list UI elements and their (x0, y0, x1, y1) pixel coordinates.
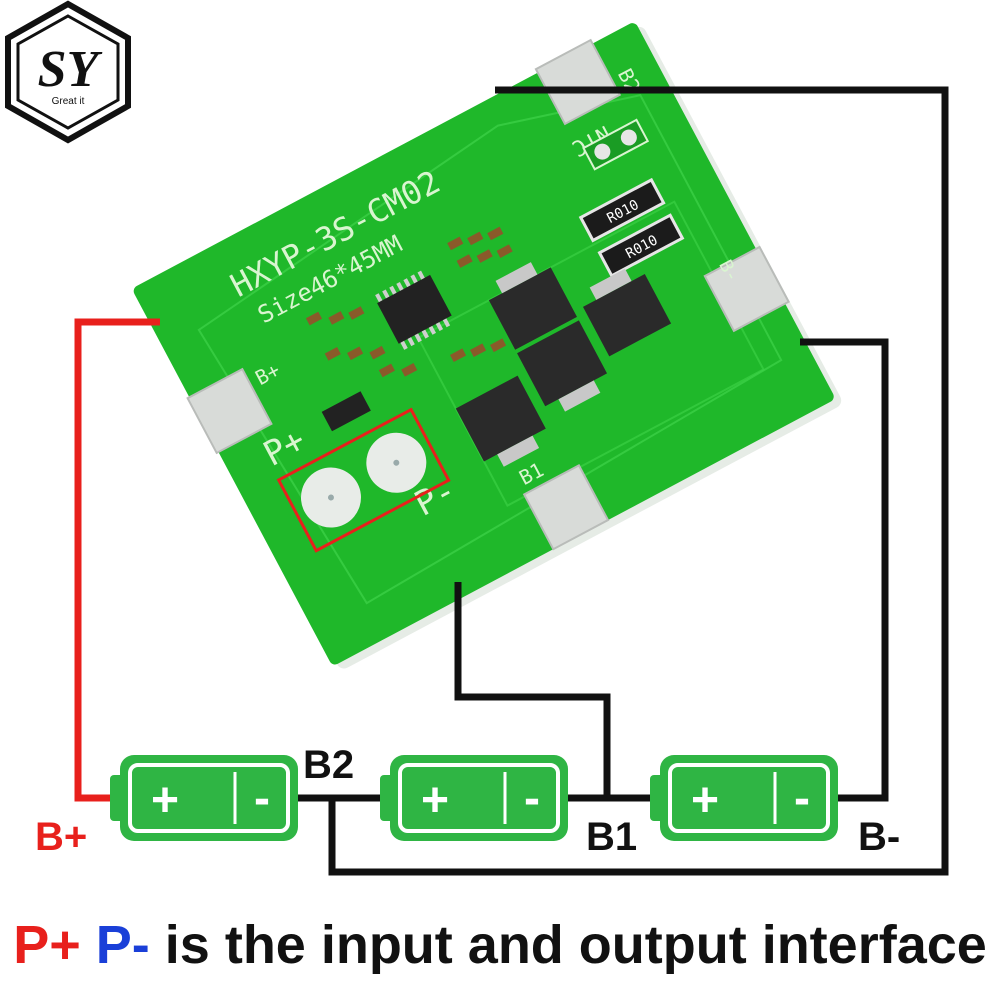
shunt-resistors: R010 R010 (578, 177, 685, 278)
battery-minus-sign: - (794, 772, 810, 825)
battery-plus-sign: + (151, 774, 179, 827)
battery-cell-1: +- (110, 755, 298, 841)
caption-p-plus: P+ (13, 915, 81, 975)
label-b-minus: B- (858, 815, 900, 859)
passive-components (305, 226, 513, 378)
battery-minus-sign: - (254, 772, 270, 825)
wiring (74, 86, 949, 876)
wire-b1 (454, 582, 611, 798)
pad-b-minus: B- (703, 245, 790, 333)
caption-p-minus: P- (95, 915, 150, 975)
logo-letters: SY (38, 41, 103, 98)
label-b-plus: B+ (35, 815, 87, 859)
output-highlight-box (276, 407, 451, 553)
pcb-substrate (133, 23, 834, 665)
battery-cell-3: +- (650, 755, 838, 841)
battery-minus-sign: - (524, 772, 540, 825)
battery-cell-2: +- (380, 755, 568, 841)
brand-logo: SY Great it (5, 0, 131, 144)
battery-plus-sign: + (421, 774, 449, 827)
battery-plus-sign: + (691, 774, 719, 827)
protection-ic (375, 270, 452, 350)
bms-pcb-board: B+ B2 B- B1 P+ P- HXYP-3S-CM02 Size46*45… (133, 23, 842, 669)
wire-b-plus (74, 318, 160, 802)
mosfet-array (455, 262, 672, 467)
diode-d2 (321, 391, 371, 432)
caption-text: is the input and output interface (164, 915, 987, 975)
wire-b-minus (800, 338, 889, 802)
caption: P+ P- is the input and output interface (0, 900, 1000, 990)
wire-b2 (328, 86, 949, 876)
logo-tagline: Great it (52, 96, 85, 107)
label-b2: B2 (303, 743, 354, 787)
label-b1: B1 (586, 815, 637, 859)
battery-cells: +-+-+- (110, 755, 838, 841)
